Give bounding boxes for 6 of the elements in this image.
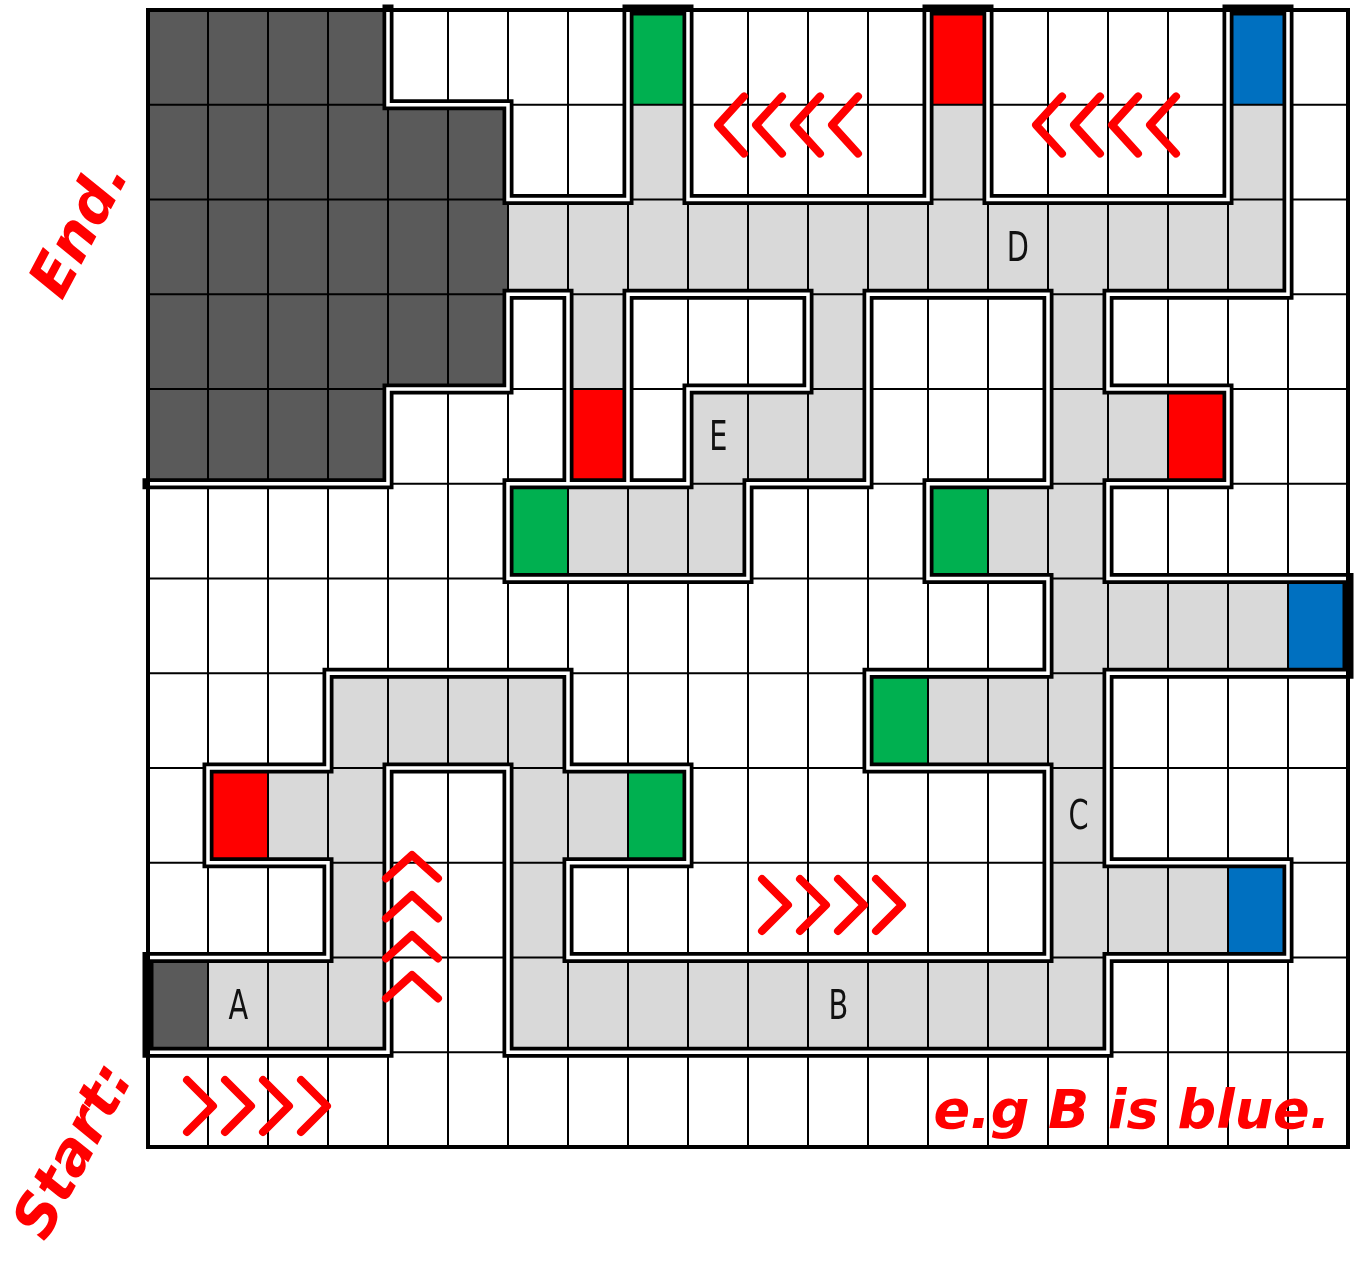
handwritten-note: End. (18, 150, 138, 306)
cell-letter: B (827, 984, 848, 1025)
cell-letter: C (1068, 795, 1089, 836)
cell-letter: E (708, 416, 727, 457)
cell-letter: D (1006, 226, 1029, 267)
cell-letter: A (227, 984, 248, 1025)
